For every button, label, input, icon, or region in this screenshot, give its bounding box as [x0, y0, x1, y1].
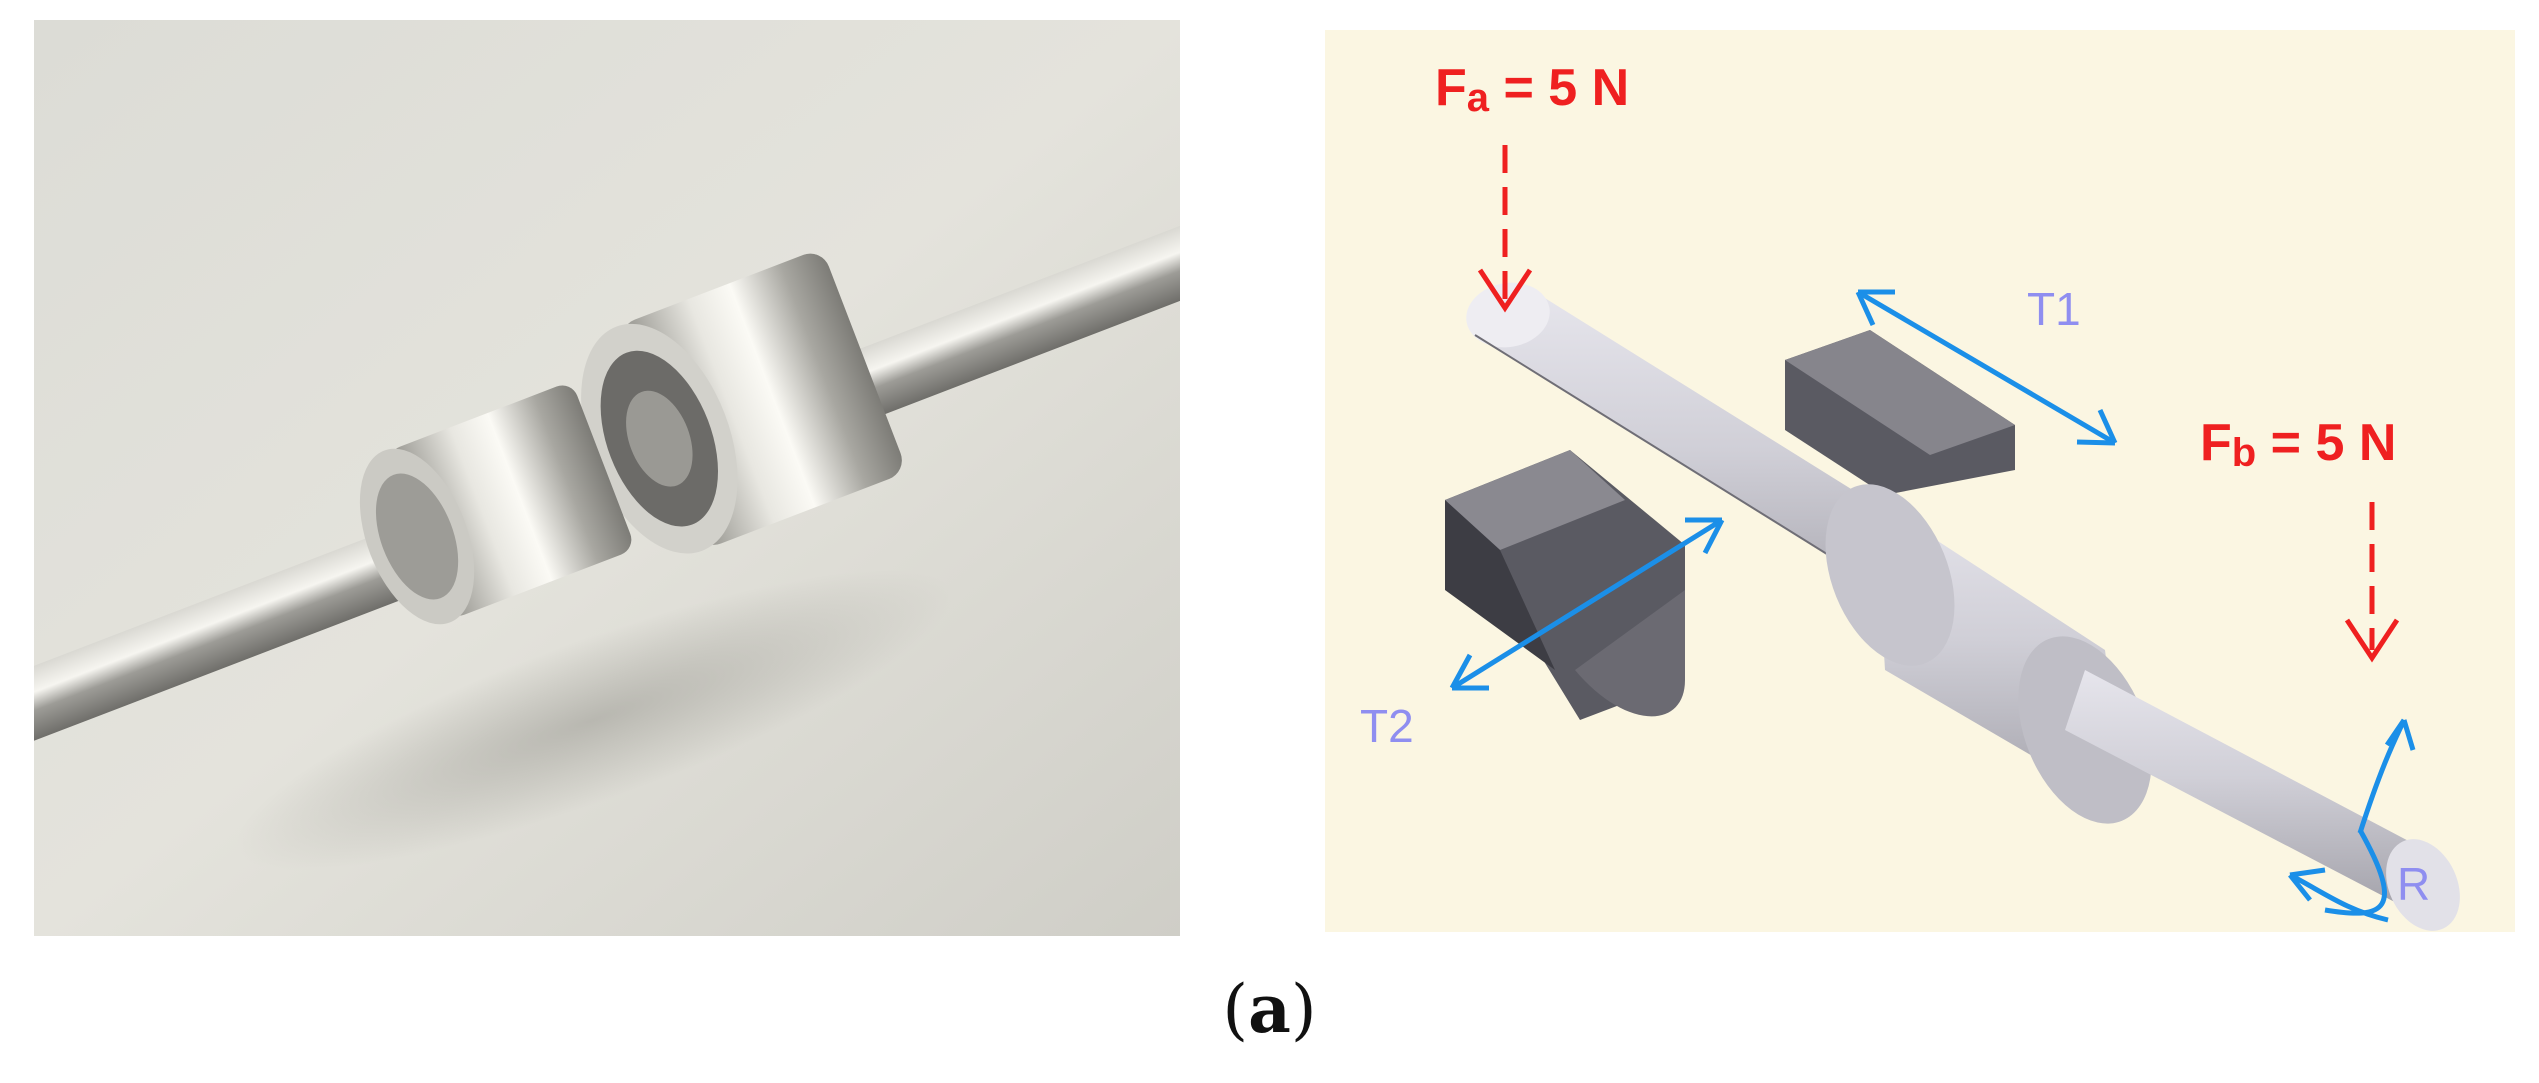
t2-arrow [1449, 517, 1725, 691]
force-a-arrow [1477, 145, 1533, 313]
force-b-label: Fb = 5 N [2200, 414, 2396, 475]
shaft-photograph [34, 20, 1180, 936]
figure-caption: (a) [1222, 970, 1317, 1048]
force-diagram: T1 T2 R Fa = 5 N Fb = 5 N [1325, 30, 2515, 932]
shaft-end [2065, 670, 2460, 931]
t1-arrow [1855, 289, 2118, 446]
t1-label: T1 [2027, 283, 2081, 335]
photo-illustration [34, 20, 1180, 936]
lower-clamp-block [1445, 450, 1685, 720]
rotation-arrow [2288, 718, 2416, 923]
caption-letter: a [1248, 970, 1291, 1048]
force-b-arrow [2344, 502, 2400, 663]
rotation-label: R [2397, 858, 2430, 910]
t2-label: T2 [1360, 700, 1414, 752]
force-a-label: Fa = 5 N [1435, 59, 1629, 120]
diagram-canvas: T1 T2 R Fa = 5 N Fb = 5 N [1325, 30, 2515, 932]
upper-clamp-block [1785, 330, 2015, 495]
